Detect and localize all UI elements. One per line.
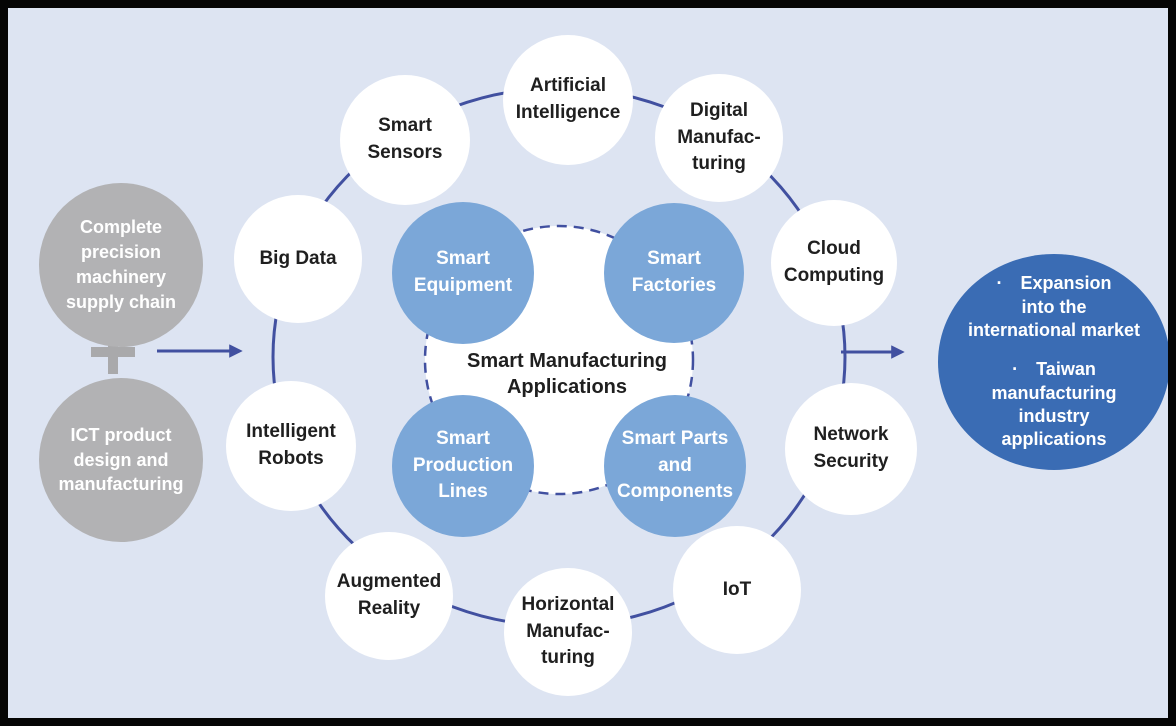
tech-circle-big-data-label: Big Data	[259, 247, 337, 269]
tech-circle-iot-label: IoT	[722, 578, 752, 600]
input-circle-supply-chain-label: Complete precision machinery supply chai…	[65, 217, 177, 312]
tech-circle-cloud-computing: Cloud Computing	[771, 200, 897, 326]
tech-circle-artificial-intelligence: Artificial Intelligence	[503, 35, 633, 165]
outcome-circle: · Expansion into the international marke…	[938, 254, 1168, 470]
tech-circle-digital-manufacturing-label: Digital Manufac- turing	[677, 99, 761, 175]
tech-circle-augmented-reality-label: Augmented Reality	[336, 571, 442, 619]
tech-circle-cloud-computing-label: Cloud Computing	[783, 238, 885, 286]
outcome-item-international-market: · Expansion into the international marke…	[967, 273, 1141, 340]
tech-circle-artificial-intelligence-label: Artificial Intelligence	[515, 75, 621, 123]
app-circle-smart-parts-label: Smart Parts and Components	[616, 428, 734, 503]
tech-circle-horizontal-manufacturing-label: Horizontal Manufac- turing	[521, 593, 615, 669]
app-circle-smart-equipment: Smart Equipment	[392, 202, 534, 344]
hub-label: Smart Manufacturing Applications	[466, 350, 668, 398]
app-circle-smart-factories: Smart Factories	[604, 203, 744, 343]
tech-circle-smart-sensors: Smart Sensors	[340, 75, 470, 205]
app-circle-smart-factories-label: Smart Factories	[631, 248, 717, 296]
input-circle-ict-label: ICT product design and manufacturing	[58, 424, 184, 495]
tech-circle-network-security-label: Network Security	[813, 424, 889, 472]
tech-circle-intelligent-robots-label: Intelligent Robots	[246, 421, 336, 469]
input-circle-supply-chain: Complete precision machinery supply chai…	[39, 183, 203, 347]
tech-circle-digital-manufacturing: Digital Manufac- turing	[655, 74, 783, 202]
tech-circle-intelligent-robots: Intelligent Robots	[226, 381, 356, 511]
tech-circle-augmented-reality: Augmented Reality	[325, 532, 453, 660]
outcome-list: · Expansion into the international marke…	[968, 272, 1140, 452]
app-circle-smart-parts: Smart Parts and Components	[604, 395, 746, 537]
app-circle-smart-production-lines: Smart Production Lines	[392, 395, 534, 537]
tech-circle-smart-sensors-label: Smart Sensors	[367, 115, 443, 163]
app-circle-smart-production-lines-label: Smart Production Lines	[412, 428, 514, 503]
outcome-item-taiwan-industry: · Taiwan manufacturing industry applicat…	[991, 359, 1117, 450]
tech-circle-network-security: Network Security	[785, 383, 917, 515]
tech-circle-horizontal-manufacturing: Horizontal Manufac- turing	[504, 568, 632, 696]
tech-circle-iot: IoT	[673, 526, 801, 654]
input-circle-ict: ICT product design and manufacturing	[39, 378, 203, 542]
tech-circle-big-data: Big Data	[234, 195, 362, 323]
app-circle-smart-equipment-label: Smart Equipment	[413, 248, 513, 296]
